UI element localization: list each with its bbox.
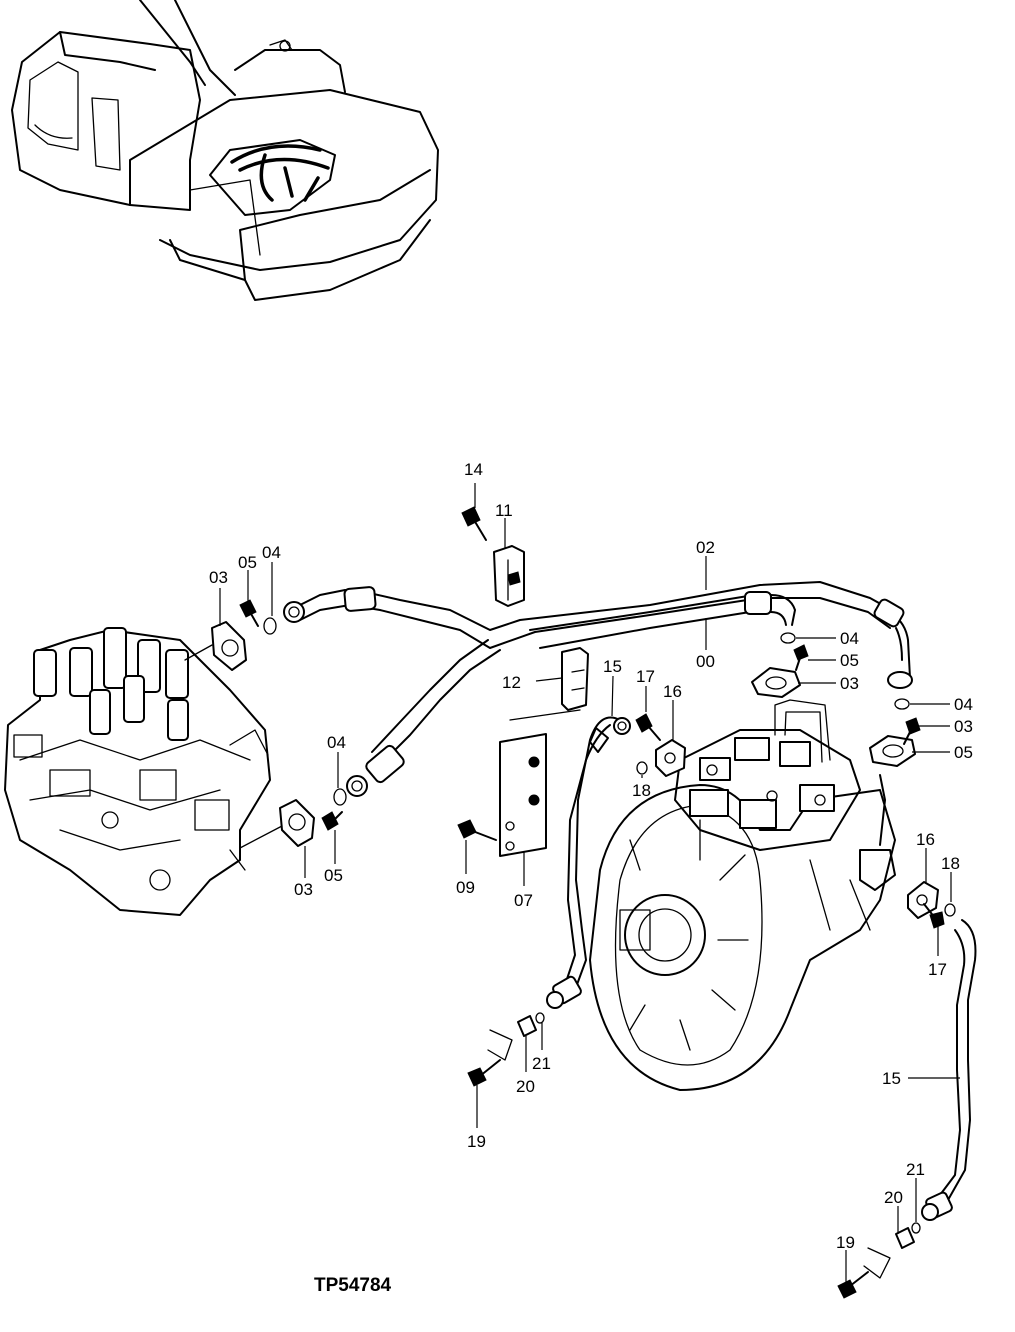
split-flange-03-lower-left bbox=[239, 799, 315, 849]
control-valve-illustration bbox=[4, 627, 271, 916]
callout-03: 03 bbox=[840, 674, 859, 693]
callout-16: 16 bbox=[663, 682, 682, 701]
callout-05: 05 bbox=[324, 866, 343, 885]
callout-05: 05 bbox=[238, 553, 257, 572]
callout-21: 21 bbox=[906, 1160, 925, 1179]
hose-02-upper bbox=[283, 581, 913, 689]
o-ring-18-set bbox=[636, 761, 956, 917]
callout-00: 00 bbox=[696, 652, 715, 671]
bolt-05-set bbox=[239, 599, 921, 831]
bolt-14 bbox=[461, 506, 487, 541]
callout-04: 04 bbox=[327, 733, 346, 752]
machine-overview-illustration bbox=[11, 0, 439, 301]
o-ring-21-set bbox=[535, 1012, 921, 1234]
flange-16-left bbox=[655, 739, 686, 777]
callout-12: 12 bbox=[502, 673, 521, 692]
callout-07: 07 bbox=[514, 891, 533, 910]
callout-19: 19 bbox=[467, 1132, 486, 1151]
bolt-09 bbox=[457, 819, 497, 841]
hose-15-left bbox=[546, 716, 631, 1009]
callout-03: 03 bbox=[209, 568, 228, 587]
bolt-17-set bbox=[635, 713, 945, 929]
hose-00-middle bbox=[346, 591, 796, 797]
bolt-19-set bbox=[467, 1059, 869, 1299]
callout-04: 04 bbox=[262, 543, 281, 562]
clamp-11 bbox=[493, 545, 525, 607]
callout-03: 05 bbox=[954, 743, 973, 762]
callout-05: 05 bbox=[840, 651, 859, 670]
callout-04: 04 bbox=[954, 695, 973, 714]
o-ring-04-set bbox=[263, 617, 910, 806]
hydraulic-pump-illustration bbox=[589, 699, 896, 1091]
callout-18: 18 bbox=[941, 854, 960, 873]
split-flange-03-upper-left bbox=[184, 621, 247, 671]
callout-02: 02 bbox=[696, 538, 715, 557]
callout-17: 17 bbox=[928, 960, 947, 979]
callout-18: 18 bbox=[632, 781, 651, 800]
flange-16-right bbox=[907, 881, 939, 919]
callout-labels: 14 11 02 00 03 05 04 04 05 03 04 05 03 1… bbox=[209, 460, 973, 1296]
split-flange-03-upper-right bbox=[751, 667, 801, 698]
callout-03: 03 bbox=[294, 880, 313, 899]
adapter-20-set bbox=[517, 1015, 915, 1249]
callout-17: 17 bbox=[636, 667, 655, 686]
hose-15-right bbox=[921, 919, 977, 1221]
callout-21: 21 bbox=[532, 1054, 551, 1073]
callout-05: 03 bbox=[954, 717, 973, 736]
plate-07 bbox=[499, 709, 581, 857]
callout-15: 15 bbox=[882, 1069, 901, 1088]
split-flange-03-right bbox=[869, 735, 916, 767]
drawing-reference-code: TP54784 bbox=[314, 1275, 392, 1296]
callout-20: 20 bbox=[516, 1077, 535, 1096]
callout-20: 20 bbox=[884, 1188, 903, 1207]
callout-19: 19 bbox=[836, 1233, 855, 1252]
callout-leaders bbox=[219, 483, 960, 1282]
callout-15: 15 bbox=[603, 657, 622, 676]
clamp-12 bbox=[561, 647, 589, 711]
clip-brackets bbox=[487, 1029, 891, 1279]
callout-16: 16 bbox=[916, 830, 935, 849]
callout-09: 09 bbox=[456, 878, 475, 897]
callout-11: 11 bbox=[495, 501, 513, 520]
callout-04: 04 bbox=[840, 629, 859, 648]
callout-14: 14 bbox=[464, 460, 483, 479]
